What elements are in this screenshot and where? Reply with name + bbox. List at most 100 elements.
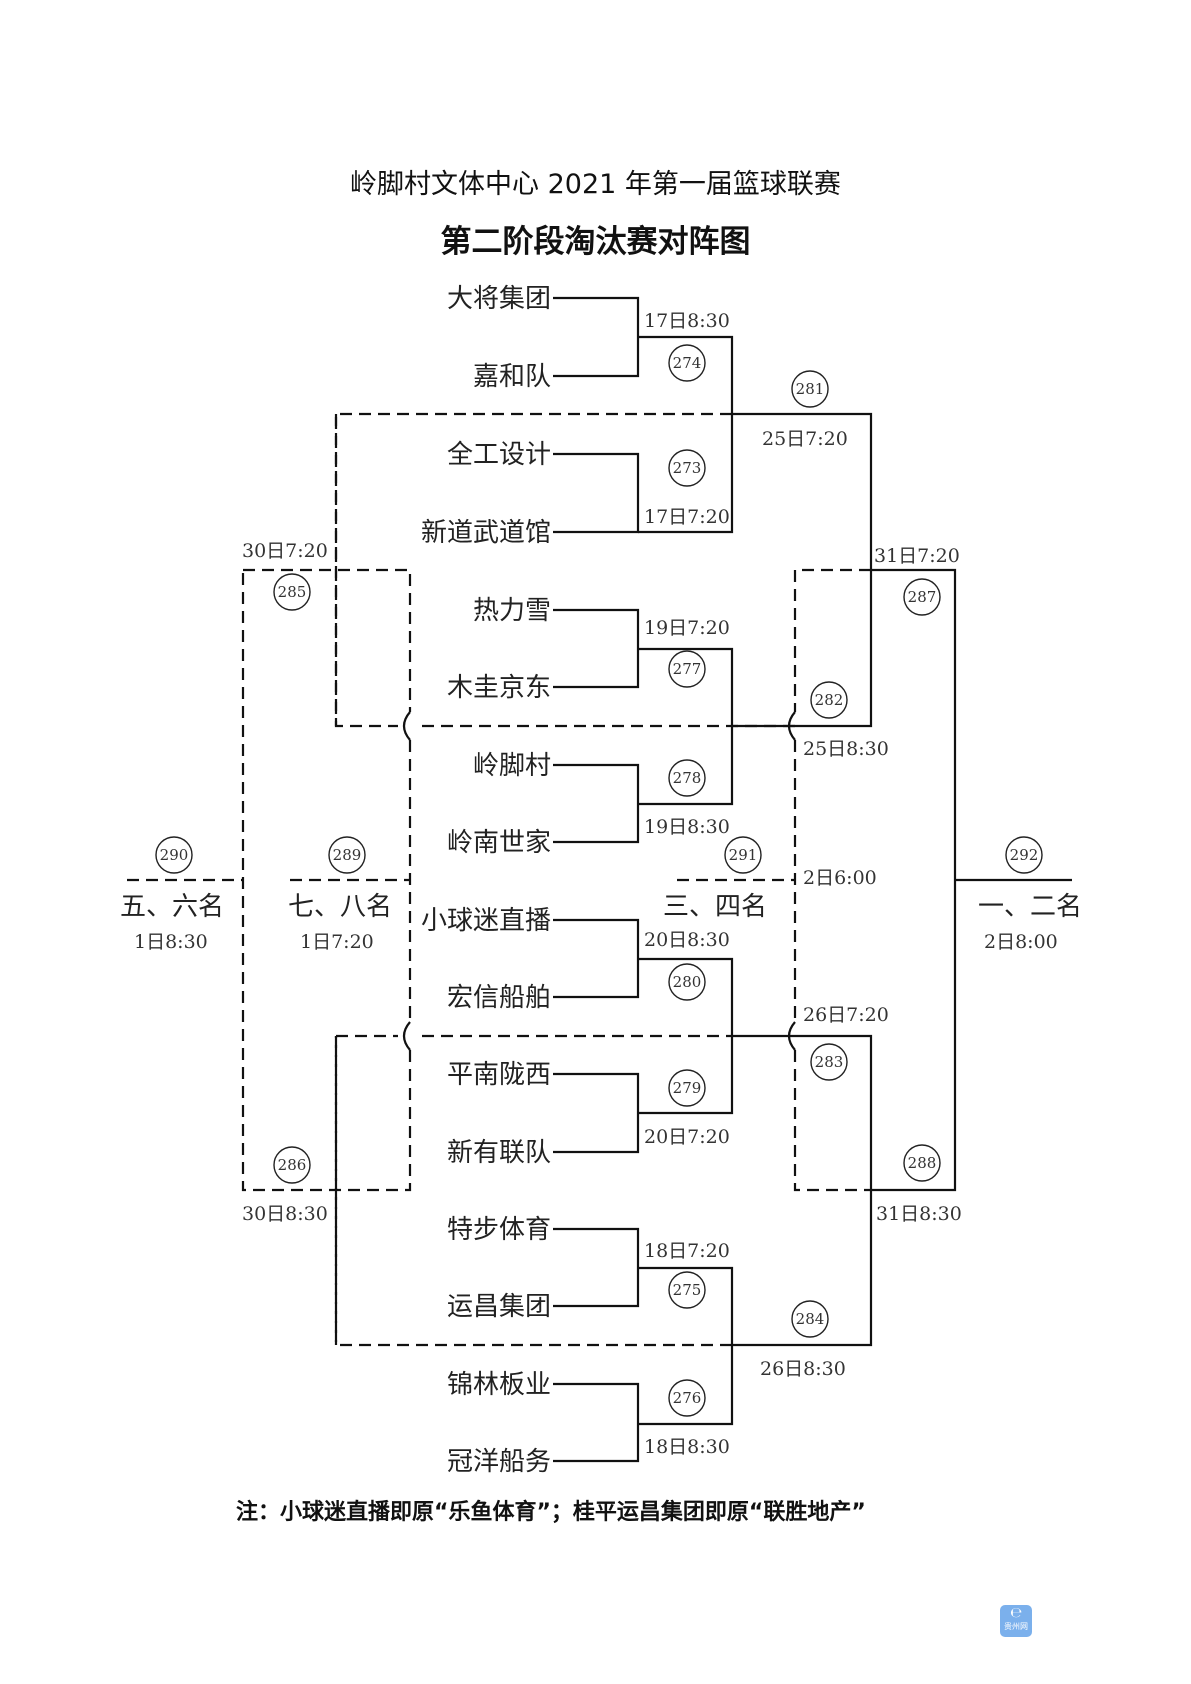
game-circle xyxy=(273,573,311,611)
round2-games: 281 25日7:20 282 25日8:30 283 26日7:20 284 … xyxy=(760,370,889,1380)
game-circle xyxy=(668,759,706,797)
game-number: 275 xyxy=(673,1281,702,1299)
game-number: 288 xyxy=(908,1154,937,1172)
watermark-text: 贵州网 xyxy=(1004,1622,1028,1631)
game-time: 2日8:00 xyxy=(984,931,1058,953)
game-time: 20日8:30 xyxy=(644,929,730,951)
team-label: 岭脚村 xyxy=(473,751,551,781)
game-time: 26日8:30 xyxy=(760,1358,846,1380)
game-number: 284 xyxy=(796,1310,825,1328)
game-circle xyxy=(668,1069,706,1107)
game-time: 26日7:20 xyxy=(803,1004,889,1026)
team-label: 新道武道馆 xyxy=(421,518,551,548)
team-label: 嘉和队 xyxy=(473,362,551,392)
team-label: 热力雪 xyxy=(473,596,551,626)
consolation-games: 285 30日7:20 286 30日8:30 xyxy=(242,540,328,1225)
game-time: 1日8:30 xyxy=(134,931,208,953)
watermark-logo: ℮ 贵州网 xyxy=(1000,1605,1032,1637)
consolation-paths xyxy=(127,412,871,1347)
box-291-bottom xyxy=(793,1050,871,1192)
game-number: 274 xyxy=(673,354,702,372)
r1-bracket-279 xyxy=(553,1072,640,1154)
game-time: 31日8:30 xyxy=(876,1203,962,1225)
game-circle xyxy=(791,370,829,408)
r1-bracket-278 xyxy=(553,763,640,844)
game-circle xyxy=(1005,836,1043,874)
team-label: 特步体育 xyxy=(447,1215,551,1245)
game-number: 291 xyxy=(729,846,758,864)
page-subtitle: 第二阶段淘汰赛对阵图 xyxy=(440,224,751,260)
game-number: 277 xyxy=(673,660,702,678)
jump-arc xyxy=(402,711,411,741)
r1-bracket-274 xyxy=(553,296,640,378)
team-label: 新有联队 xyxy=(447,1138,551,1168)
placement-label: 五、六名 xyxy=(120,892,224,922)
r1-bracket-273 xyxy=(553,452,640,534)
game-time: 18日8:30 xyxy=(644,1436,730,1458)
team-label: 锦林板业 xyxy=(447,1370,551,1400)
game-number: 285 xyxy=(278,583,307,601)
game-time: 2日6:00 xyxy=(803,867,877,889)
game-circle xyxy=(668,963,706,1001)
game-circle xyxy=(903,1144,941,1182)
game-number: 286 xyxy=(278,1156,307,1174)
jump-arc xyxy=(402,1021,411,1051)
r1-bracket-280 xyxy=(553,918,640,999)
round1-games: 274 17日8:30 273 17日7:20 277 19日7:20 278 … xyxy=(644,310,730,1458)
game-number: 281 xyxy=(796,380,825,398)
team-labels: 大将集团 嘉和队 全工设计 新道武道馆 热力雪 木圭京东 岭脚村 岭南世家 小球… xyxy=(421,284,551,1477)
game-time: 30日7:20 xyxy=(242,540,328,562)
game-time: 20日7:20 xyxy=(644,1126,730,1148)
game-circle xyxy=(810,681,848,719)
team-label: 平南陇西 xyxy=(447,1060,551,1090)
game-circle xyxy=(791,1300,829,1338)
r1-bracket-276 xyxy=(553,1382,640,1463)
game-number: 280 xyxy=(673,973,702,991)
game-number: 278 xyxy=(673,769,702,787)
game-time: 1日7:20 xyxy=(300,931,374,953)
r1-bracket-275 xyxy=(553,1227,640,1308)
game-number: 289 xyxy=(333,846,362,864)
team-label: 岭南世家 xyxy=(447,828,551,858)
placement-label: 三、四名 xyxy=(663,892,767,922)
team-label: 运昌集团 xyxy=(447,1292,551,1322)
game-circle xyxy=(724,836,762,874)
r2-bracket-281 xyxy=(638,335,734,534)
r1-bracket-277 xyxy=(553,608,640,689)
final-bracket-292 xyxy=(871,568,957,1192)
team-label: 小球迷直播 xyxy=(421,906,551,936)
box-285-top xyxy=(243,568,412,712)
game-number: 290 xyxy=(160,846,189,864)
winner-paths xyxy=(553,296,1072,1463)
game-circle xyxy=(810,1043,848,1081)
game-number: 276 xyxy=(673,1389,702,1407)
game-time: 31日7:20 xyxy=(874,545,960,567)
game-circle xyxy=(328,836,366,874)
game-number: 283 xyxy=(815,1053,844,1071)
placement-games: 292 一、二名 2日8:00 291 三、四名 2日6:00 290 五、六名… xyxy=(120,836,1082,953)
team-label: 全工设计 xyxy=(447,440,551,470)
box-291-top xyxy=(793,568,871,712)
game-number: 279 xyxy=(673,1079,702,1097)
team-label: 冠洋船务 xyxy=(447,1447,551,1477)
footnote: 注：小球迷直播即原“乐鱼体育”；桂平运昌集团即原“联胜地产” xyxy=(236,1500,866,1525)
page-title: 岭脚村文体中心 2021 年第一届篮球联赛 xyxy=(350,169,841,200)
game-time: 17日7:20 xyxy=(644,506,730,528)
game-time: 18日7:20 xyxy=(644,1240,730,1262)
game-circle xyxy=(668,449,706,487)
game-circle xyxy=(668,1271,706,1309)
game-circle xyxy=(668,344,706,382)
watermark-icon: ℮ xyxy=(1010,1605,1022,1621)
team-label: 木圭京东 xyxy=(447,673,551,703)
team-label: 宏信船舶 xyxy=(447,983,551,1013)
game-time: 17日8:30 xyxy=(644,310,730,332)
game-number: 292 xyxy=(1010,846,1039,864)
game-circle xyxy=(668,1379,706,1417)
team-label: 大将集团 xyxy=(447,284,551,314)
placement-label: 一、二名 xyxy=(978,892,1082,922)
game-number: 287 xyxy=(908,588,937,606)
game-time: 19日8:30 xyxy=(644,816,730,838)
game-circle xyxy=(668,650,706,688)
semi-games: 287 31日7:20 288 31日8:30 xyxy=(874,545,962,1225)
